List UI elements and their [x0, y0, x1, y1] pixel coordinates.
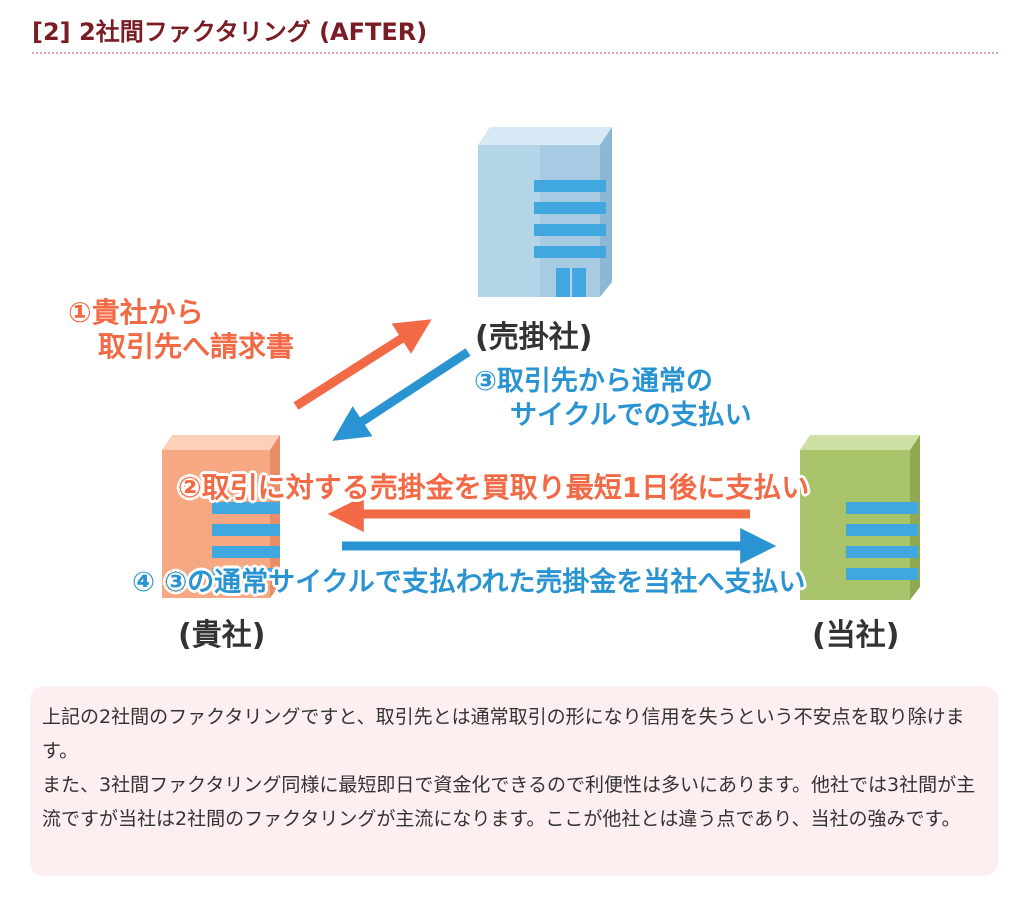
- step1-label-line1: ①貴社から: [68, 296, 204, 329]
- diagram-graphics: [162, 127, 920, 600]
- step2-label: ②取引に対する売掛金を買取り最短1日後に支払い: [178, 471, 810, 504]
- factoring-diagram: (売掛社) (貴社) (当社) ①貴社から 取引先へ請求書 ③取引先から通常の …: [0, 90, 1024, 660]
- step4-label: ④ ③の通常サイクルで支払われた売掛金を当社へ支払い: [132, 567, 806, 598]
- arrow-invoice: [293, 319, 432, 410]
- client-label: (貴社): [178, 618, 266, 653]
- customer-label: (売掛社): [475, 320, 593, 355]
- step1-label-line2: 取引先へ請求書: [98, 330, 295, 363]
- arrow-regular-payment: [332, 348, 471, 441]
- step3-label-line2: サイクルでの支払い: [510, 400, 752, 431]
- client-building-icon: [162, 435, 280, 598]
- company-label: (当社): [812, 618, 900, 653]
- section-heading: [2] 2社間ファクタリング (AFTER): [32, 14, 998, 54]
- explanation-box: 上記の2社間のファクタリングですと、取引先とは通常取引の形になり信用を失うという…: [30, 686, 998, 876]
- explanation-paragraph-2: また、3社間ファクタリング同様に最短即日で資金化できるので利便性は多いにあります…: [42, 774, 976, 830]
- customer-building-icon: [478, 127, 612, 297]
- step3-label-line1: ③取引先から通常の: [474, 366, 713, 397]
- explanation-paragraph-1: 上記の2社間のファクタリングですと、取引先とは通常取引の形になり信用を失うという…: [42, 706, 965, 762]
- company-building-icon: [800, 435, 920, 600]
